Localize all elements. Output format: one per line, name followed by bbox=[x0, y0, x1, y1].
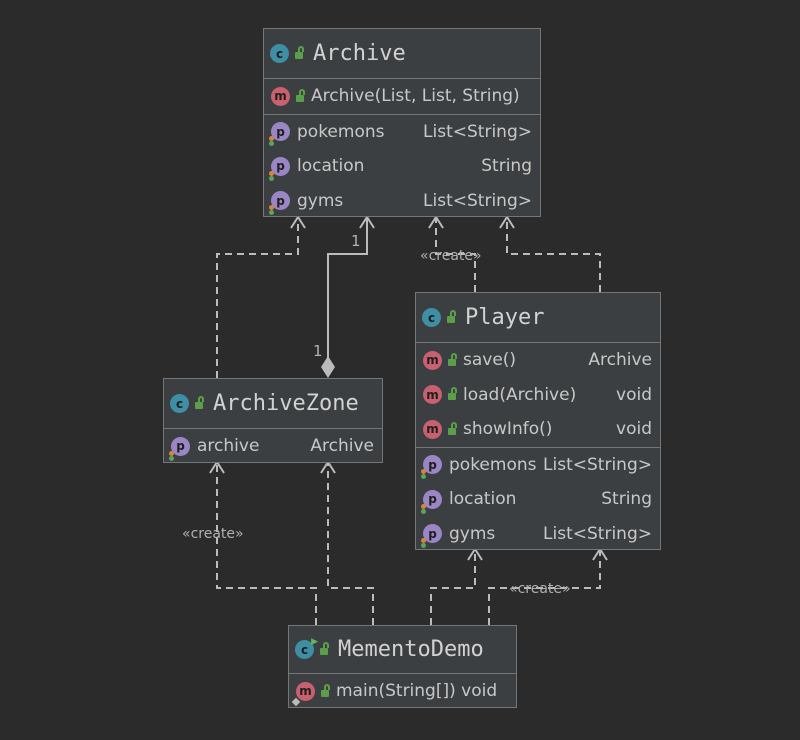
edge-demo-player-create bbox=[488, 550, 601, 625]
field-type: String bbox=[601, 489, 652, 510]
method-name: Archive(List, List, String) bbox=[311, 86, 520, 107]
property-icon: p bbox=[169, 436, 190, 461]
method-row[interactable]: m save() Archive bbox=[416, 343, 660, 378]
method-name: save() bbox=[463, 350, 517, 371]
property-icon: p bbox=[421, 489, 442, 514]
field-row[interactable]: p location String bbox=[416, 482, 660, 517]
field-row[interactable]: p pokemons List<String> bbox=[416, 448, 660, 483]
method-row[interactable]: m Archive(List, List, String) bbox=[264, 79, 540, 114]
fields-section: p pokemons List<String> p location Strin… bbox=[264, 115, 540, 219]
method-row[interactable]: m load(Archive) void bbox=[416, 378, 660, 413]
class-player[interactable]: c Player m save() Archive m load(Archive… bbox=[415, 292, 661, 550]
method-name: load(Archive) bbox=[463, 384, 577, 405]
method-icon: m bbox=[271, 86, 290, 106]
method-return-type: Archive bbox=[588, 350, 652, 371]
class-name: ArchiveZone bbox=[213, 391, 359, 416]
create-label-demo-player: «create» bbox=[509, 581, 571, 597]
class-icon: c bbox=[422, 308, 441, 327]
methods-section: m save() Archive m load(Archive) void m … bbox=[416, 343, 660, 448]
class-header: c▶ MementoDemo bbox=[289, 626, 516, 674]
property-icon: p bbox=[421, 455, 442, 480]
arrowhead-composition-archive bbox=[359, 215, 375, 229]
class-name: Archive bbox=[313, 41, 406, 66]
public-lock-icon bbox=[195, 396, 204, 409]
field-type: Archive bbox=[310, 436, 374, 457]
field-name: location bbox=[449, 489, 517, 510]
property-icon: p bbox=[269, 122, 290, 147]
field-name: pokemons bbox=[297, 121, 385, 142]
class-icon: c bbox=[270, 44, 289, 63]
composition-diamond bbox=[321, 356, 335, 378]
edge-demo-archivezone-create bbox=[216, 463, 317, 625]
field-row[interactable]: p gyms List<String> bbox=[416, 517, 660, 552]
arrowhead-player-archive bbox=[499, 215, 515, 229]
public-lock-icon bbox=[448, 421, 457, 435]
field-row[interactable]: p pokemons List<String> bbox=[264, 115, 540, 150]
fields-section: p pokemons List<String> p location Strin… bbox=[416, 448, 660, 552]
method-name: main(String[]) void bbox=[336, 681, 498, 702]
field-row[interactable]: p location String bbox=[264, 149, 540, 184]
class-archive[interactable]: c Archive m Archive(List, List, String) … bbox=[263, 28, 541, 217]
methods-section: m Archive(List, List, String) bbox=[264, 79, 540, 115]
method-row[interactable]: m main(String[]) void bbox=[289, 674, 516, 709]
public-lock-icon bbox=[447, 310, 456, 323]
arrowhead-player-create-archive bbox=[428, 215, 444, 229]
class-header: c Player bbox=[416, 293, 660, 343]
field-name: gyms bbox=[449, 523, 496, 544]
create-label-player-archive: «create» bbox=[420, 248, 482, 264]
field-type: List<String> bbox=[423, 190, 532, 211]
edge-player-archive-create bbox=[435, 218, 476, 292]
method-name: showInfo() bbox=[463, 419, 553, 440]
public-lock-icon bbox=[448, 352, 457, 366]
public-lock-icon bbox=[321, 683, 330, 697]
class-icon: c bbox=[170, 394, 189, 413]
field-type: String bbox=[481, 156, 532, 177]
method-return-type: void bbox=[616, 384, 652, 405]
create-label-demo-archivezone: «create» bbox=[182, 526, 244, 542]
arrowhead-archivezone-archive bbox=[290, 215, 306, 229]
method-icon: m bbox=[291, 681, 315, 706]
method-icon: m bbox=[423, 385, 442, 405]
class-header: c ArchiveZone bbox=[164, 379, 382, 429]
field-name: pokemons bbox=[449, 454, 537, 475]
field-name: archive bbox=[197, 436, 260, 457]
fields-section: p archive Archive bbox=[164, 429, 382, 464]
field-type: List<String> bbox=[423, 121, 532, 142]
edge-demo-archivezone-dependency bbox=[327, 463, 374, 625]
edge-player-archive-dependency bbox=[506, 218, 601, 292]
public-lock-icon bbox=[320, 642, 329, 655]
property-icon: p bbox=[421, 524, 442, 549]
class-header: c Archive bbox=[264, 29, 540, 79]
multiplicity-archive-end: 1 bbox=[351, 232, 361, 250]
class-icon: c▶ bbox=[295, 637, 318, 659]
method-icon: m bbox=[423, 350, 442, 370]
property-icon: p bbox=[269, 156, 290, 181]
field-type: List<String> bbox=[543, 454, 652, 475]
method-icon: m bbox=[423, 419, 442, 439]
edge-archivezone-archive-composition bbox=[327, 218, 368, 358]
field-type: List<String> bbox=[543, 523, 652, 544]
field-name: gyms bbox=[297, 190, 344, 211]
method-return-type: void bbox=[616, 419, 652, 440]
methods-section: m main(String[]) void bbox=[289, 674, 516, 709]
edge-demo-player-dependency bbox=[430, 550, 476, 625]
field-row[interactable]: p archive Archive bbox=[164, 429, 382, 464]
field-row[interactable]: p gyms List<String> bbox=[264, 184, 540, 219]
static-marker-icon bbox=[291, 697, 301, 706]
multiplicity-archivezone-end: 1 bbox=[313, 342, 323, 360]
public-lock-icon bbox=[295, 46, 304, 59]
field-name: location bbox=[297, 156, 365, 177]
class-mementodemo[interactable]: c▶ MementoDemo m main(String[]) void bbox=[288, 625, 517, 708]
public-lock-icon bbox=[448, 387, 457, 401]
property-icon: p bbox=[269, 191, 290, 216]
method-row[interactable]: m showInfo() void bbox=[416, 412, 660, 447]
runnable-arrow-icon: ▶ bbox=[311, 637, 318, 647]
class-archivezone[interactable]: c ArchiveZone p archive Archive bbox=[163, 378, 383, 463]
class-name: Player bbox=[465, 305, 545, 330]
class-name: MementoDemo bbox=[338, 637, 484, 662]
public-lock-icon bbox=[296, 88, 305, 102]
edge-archivezone-archive-dependency bbox=[216, 218, 299, 378]
